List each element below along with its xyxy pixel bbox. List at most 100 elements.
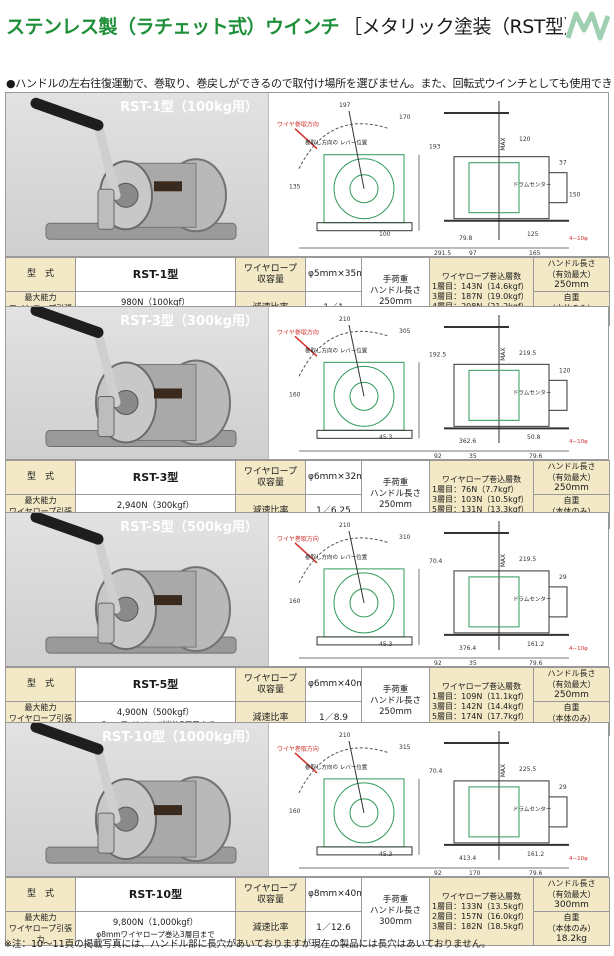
layers-label: ワイヤロープ巻込層数 — [441, 891, 522, 901]
layers-label: ワイヤロープ巻込層数 — [441, 271, 522, 281]
reduction-label: 減速比率 — [235, 911, 306, 946]
dimension-value: 45.3 — [379, 434, 393, 441]
layer-value: 3層目：142N（14.4kgf） — [432, 701, 529, 711]
dimension-value: 135 — [289, 184, 301, 191]
dimension-value: 413.4 — [459, 855, 476, 862]
model-name: RST-3型 — [75, 460, 236, 495]
handle-length-cell: ハンドル長さ （有効最大）250mm — [533, 667, 610, 702]
dimension-value: 45.3 — [379, 851, 393, 858]
layers-label: ワイヤロープ巻込層数 — [441, 681, 522, 691]
dimension-value: 170 — [469, 870, 481, 877]
dimension-value: 79.8 — [459, 235, 473, 242]
dimension-value: 192.5 — [429, 351, 446, 358]
model-heading: RST-1型（100kg用） — [120, 100, 258, 115]
dimension-value: 29 — [559, 574, 567, 581]
max-label: MAX — [500, 137, 507, 150]
lever-position-label: 巻取し方向の レバー位置 — [305, 553, 368, 561]
dimension-value: 35 — [469, 660, 477, 667]
winch-photo-icon — [30, 513, 237, 654]
model-name: RST-10型 — [75, 877, 236, 912]
dimension-value: 161.2 — [527, 641, 544, 648]
model-name: RST-1型 — [75, 257, 236, 292]
winch-photo-icon — [30, 97, 237, 240]
capacity-value: 980N（100kgf） — [120, 297, 191, 308]
weight-cell: 自重 （本体のみ）18.2kg — [533, 911, 610, 946]
dimension-value: 79.6 — [529, 453, 543, 460]
bolt-hole-label: 4−10φ — [569, 646, 588, 652]
model-heading: RST-3型（300kg用） — [120, 314, 258, 329]
brand-logo-icon — [566, 8, 610, 48]
rope-label: ワイヤロープ 収容量 — [235, 877, 306, 912]
capacity-label: 最大能力 ワイヤロープ引張力 — [5, 911, 76, 946]
page-header: ステンレス製（ラチェット式）ウインチ［メタリック塗装（RST型）］ — [0, 0, 614, 58]
drum-center-label: ドラムセンター — [513, 595, 551, 603]
dimension-value: 210 — [339, 316, 351, 323]
model-heading: RST-5型（500kg用） — [120, 520, 258, 535]
dimension-value: 362.6 — [459, 438, 476, 445]
capacity-value: 9,800N（1,000kgf） — [112, 917, 199, 928]
layer-value: 3層目：187N（19.0kgf） — [432, 291, 529, 301]
handle-length-label: ハンドル長さ （有効最大） — [547, 879, 596, 899]
lever-position-label: 巻取し方向の レバー位置 — [305, 763, 368, 771]
dimension-value: 150 — [569, 192, 581, 199]
bolt-hole-label: 4−10φ — [569, 439, 588, 445]
bolt-hole-label: 4−10φ — [569, 856, 588, 862]
dimension-value: 70.4 — [429, 558, 443, 565]
model-label: 型 式 — [5, 257, 76, 292]
footnote: ※注：10～11頁の掲載写真には、ハンドル部に長穴があいておりますが現在の製品に… — [4, 939, 491, 950]
handle-length-value: 300mm — [554, 900, 589, 910]
dimension-value: 197 — [339, 102, 351, 109]
reduction-value: 1／12.6 — [305, 911, 362, 946]
dimension-value: 219.5 — [519, 350, 536, 357]
winch-photo-icon — [30, 723, 237, 864]
weight-value: 18.2kg — [556, 934, 587, 944]
handle-length-label: ハンドル長さ （有効最大） — [547, 462, 596, 482]
model-label: 型 式 — [5, 667, 76, 702]
dimension-value: 161.2 — [527, 851, 544, 858]
product-photo — [6, 513, 268, 666]
wire-direction-label: ワイヤ巻取方向 — [277, 121, 319, 129]
lever-position-label: 巻取し方向の レバー位置 — [305, 139, 368, 147]
title-main: ステンレス製（ラチェット式）ウインチ — [6, 16, 340, 38]
max-label: MAX — [500, 347, 507, 360]
product-photo — [6, 93, 268, 256]
dimension-value: 210 — [339, 522, 351, 529]
model-heading: RST-10型（1000kg用） — [102, 730, 258, 745]
dimension-value: 291.5 — [434, 250, 451, 257]
dimension-value: 165 — [529, 250, 541, 257]
wire-direction-label: ワイヤ巻取方向 — [277, 328, 319, 336]
page-title: ステンレス製（ラチェット式）ウインチ［メタリック塗装（RST型）］ — [6, 12, 591, 39]
capacity-note: φ8mmワイヤロープ巻込3層目まで — [96, 929, 215, 939]
model-name: RST-5型 — [75, 667, 236, 702]
dimension-value: 92 — [434, 870, 442, 877]
rope-value: φ8mm×40m — [305, 877, 362, 912]
max-label: MAX — [500, 764, 507, 777]
rope-label: ワイヤロープ 収容量 — [235, 257, 306, 292]
dimension-value: 45.3 — [379, 641, 393, 648]
dimension-value: 29 — [559, 784, 567, 791]
lever-position-label: 巻取し方向の レバー位置 — [305, 346, 368, 354]
drum-center-label: ドラムセンター — [513, 388, 551, 396]
product-photo — [6, 307, 268, 459]
rope-label: ワイヤロープ 収容量 — [235, 460, 306, 495]
layer-value: 3層目：103N（10.5kgf） — [432, 494, 529, 504]
dimension-value: 97 — [469, 250, 477, 257]
rope-value: φ5mm×35m — [305, 257, 362, 292]
layer-value: 1層目：76N（7.7kgf） — [432, 484, 519, 494]
layer-value: 1層目：133N（13.5kgf） — [432, 901, 529, 911]
handle-length-value: 250mm — [554, 690, 589, 700]
dimension-value: 120 — [519, 136, 531, 143]
dimension-value: 310 — [399, 534, 411, 541]
